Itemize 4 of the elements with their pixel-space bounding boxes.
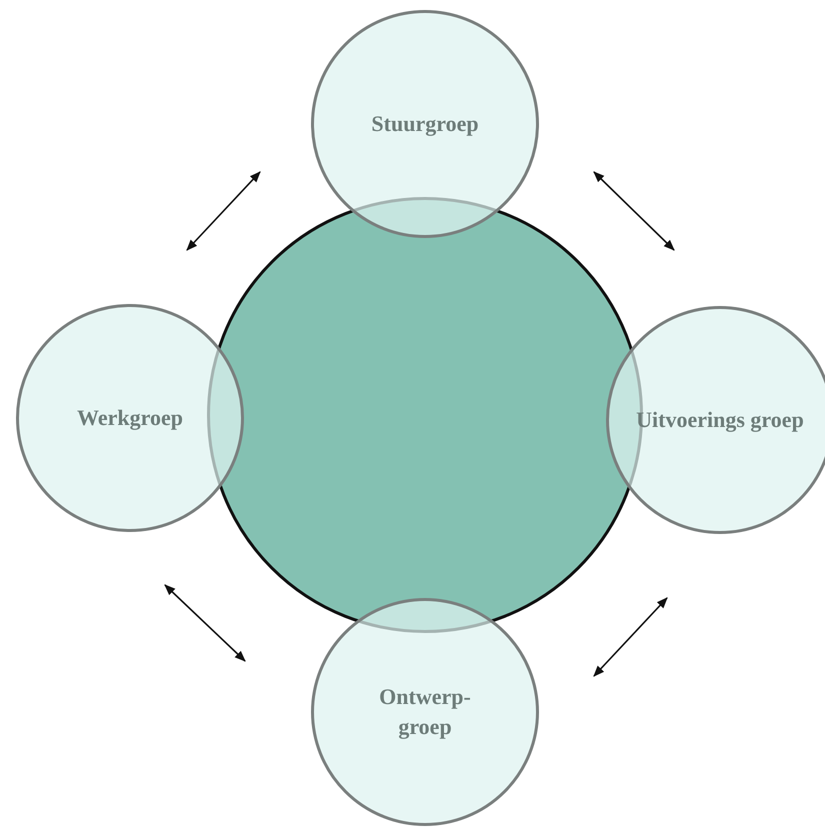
group-label: Stuurgroep: [371, 110, 479, 138]
group-label: Werkgroep: [77, 404, 183, 432]
group-label: Ontwerp- groep: [378, 683, 472, 741]
group-label: Uitvoerings groep: [636, 406, 804, 434]
